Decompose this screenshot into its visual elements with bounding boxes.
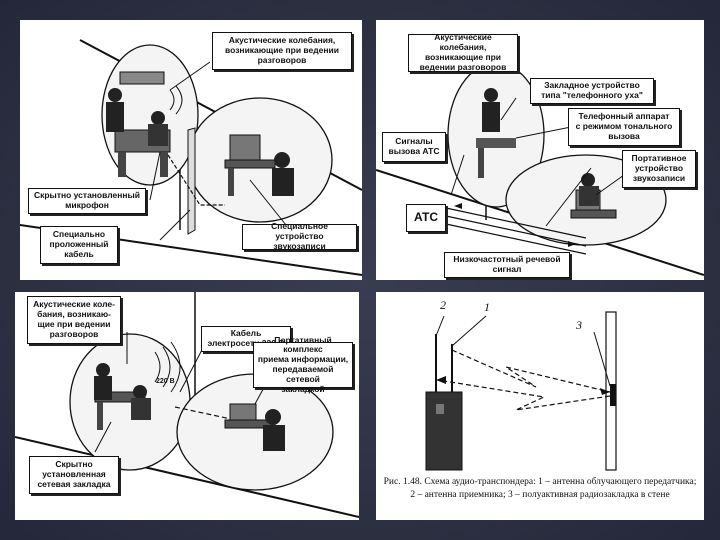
figure-caption: Рис. 1.48. Схема аудио-транспондера: 1 –… (376, 476, 704, 502)
transponder-diagram (376, 292, 704, 476)
label-number-1: 1 (484, 300, 490, 315)
label-acoustic: Акустические колебания, возникающие при … (408, 34, 518, 72)
label-atc: АТС (406, 204, 446, 232)
label-portable-complex: Портативный комплекс приема информации, … (253, 342, 353, 388)
label-number-3: 3 (576, 318, 582, 333)
label-signals: Сигналы вызова АТС (382, 132, 446, 162)
panel-hidden-microphone: Акустические колебания, возникающие при … (20, 20, 362, 280)
panel-network-bug: Акустические коле- бания, возникаю- щие … (15, 292, 359, 520)
label-acoustic: Акустические коле- бания, возникаю- щие … (27, 296, 121, 344)
label-phone-set: Телефонный аппарат с режимом тонального … (568, 108, 680, 146)
panel-phone-ear: Акустические колебания, возникающие при … (376, 20, 704, 280)
label-number-2: 2 (440, 298, 446, 313)
label-cable: Специально проложенный кабель (40, 226, 118, 264)
label-lowfreq: Низкочастотный речевой сигнал (444, 252, 570, 278)
label-socket: 220 В (156, 378, 175, 385)
label-recorder: Специальное устройство звукозаписи (242, 224, 357, 250)
panel-audio-transponder: 2 1 3 Рис. 1.48. Схема аудио-транспондер… (376, 292, 704, 520)
label-hidden-net: Скрытно установленная сетевая закладка (29, 456, 119, 494)
label-acoustic: Акустические колебания, возникающие при … (212, 32, 352, 70)
label-hidden-microphone: Скрытно установленный микрофон (28, 188, 146, 214)
label-phone-ear: Закладное устройство типа "телефонного у… (530, 78, 654, 104)
label-portable: Портативное устройство звукозаписи (622, 150, 696, 188)
